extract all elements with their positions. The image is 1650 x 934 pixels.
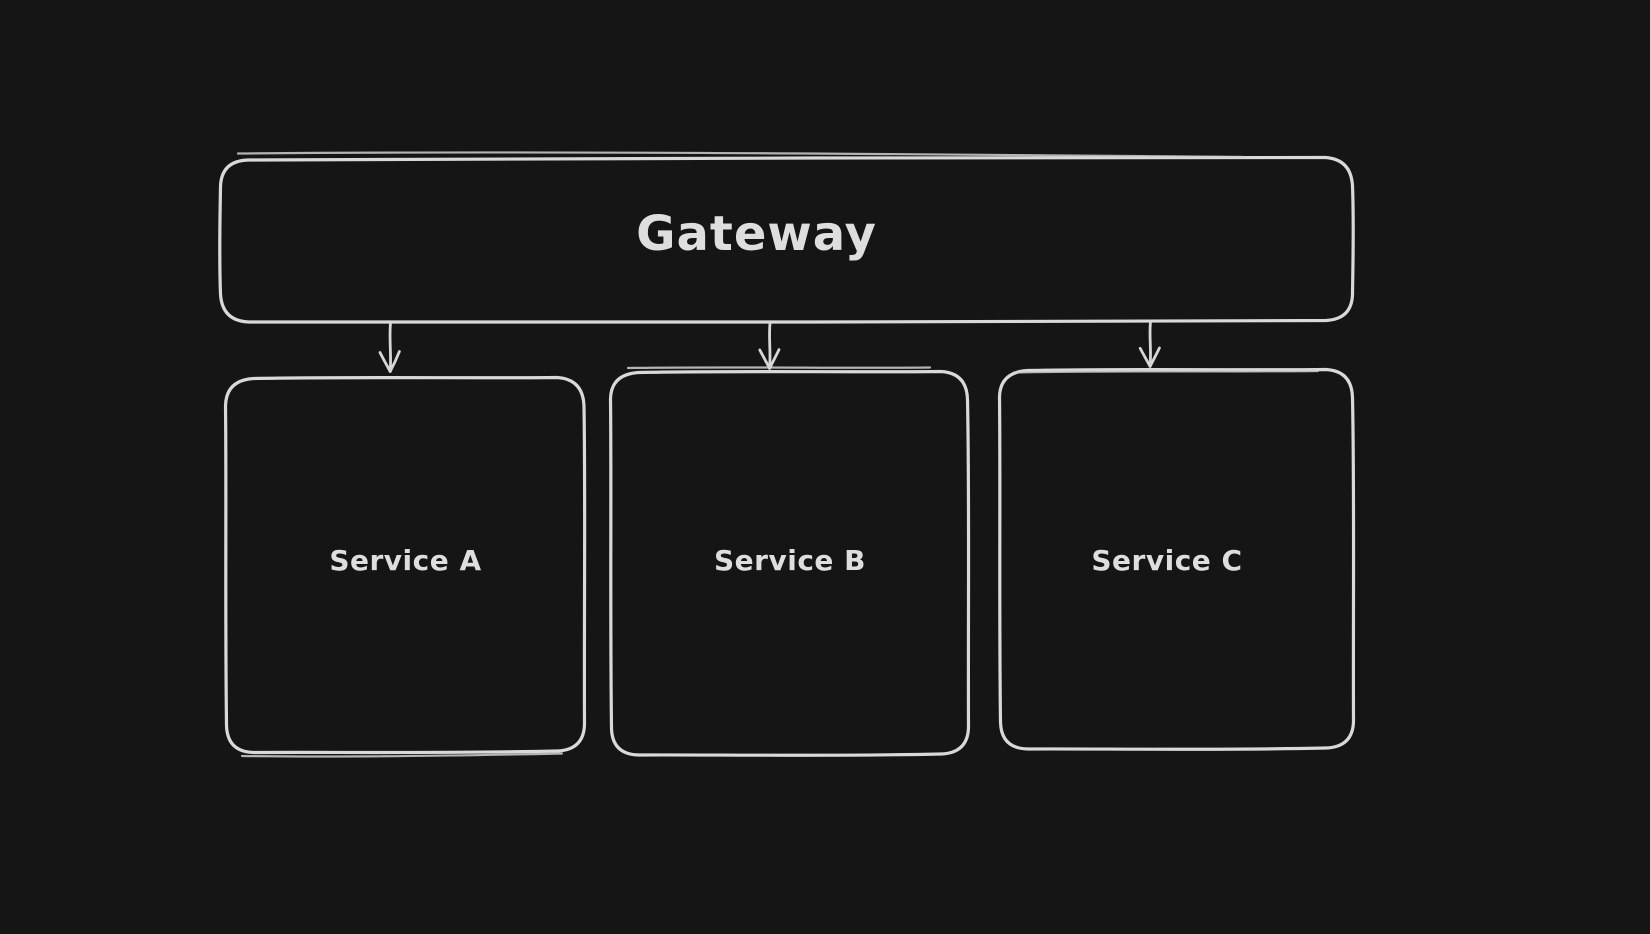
arrow-gateway-to-service-a: [378, 321, 401, 373]
gateway-node-box: [218, 155, 1355, 324]
service-c-node-sketch-stroke: [1012, 369, 1320, 374]
service-a-node-sketch-stroke: [240, 752, 564, 758]
arrow-gateway-to-service-c: [1138, 320, 1161, 368]
service-c-node-box: [997, 367, 1356, 751]
service-b-node: [608, 366, 971, 757]
service-b-node-sketch-stroke: [626, 366, 932, 370]
service-a-node: [223, 375, 587, 758]
service-b-node-box: [608, 369, 971, 757]
arrow-gateway-to-service-b: [758, 322, 781, 370]
gateway-node: [218, 151, 1355, 324]
service-c-node: [997, 367, 1356, 751]
gateway-node-sketch-stroke: [236, 151, 1246, 159]
service-a-node-box: [223, 375, 587, 755]
